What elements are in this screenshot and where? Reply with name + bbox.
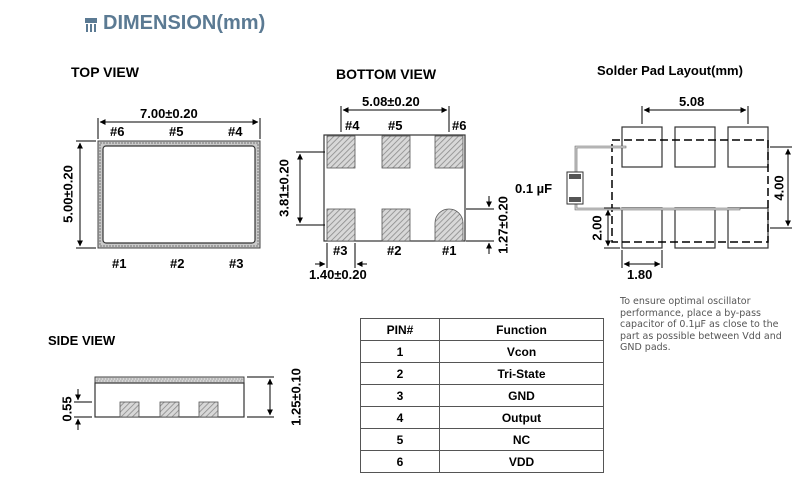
pin-function: GND [439,384,604,407]
pin-number: 1 [360,340,440,363]
table-row: 2 Tri-State [360,362,604,385]
bottom-pad-6 [434,135,464,169]
page-title: DIMENSION(mm) [103,12,266,34]
side-pad [119,401,140,418]
pin-function: NC [439,428,604,451]
bottom-pad-4 [326,135,356,169]
solder-pad [727,126,769,168]
solder-pad-width-dimension [621,250,663,268]
solder-pad-height-label: 2.00 [589,215,605,241]
pin-number: 6 [360,450,440,473]
bottom-pad-2 [381,208,411,242]
solder-pad-title: Solder Pad Layout(mm) [597,63,743,78]
bottom-pin-label: #5 [388,118,403,133]
solder-height-label: 4.00 [771,175,787,201]
table-row: 5 NC [360,428,604,451]
capacitor-label: 0.1 µF [515,181,553,196]
pin-number: 3 [360,384,440,407]
bypass-capacitor [566,145,741,211]
top-view-package [97,140,261,249]
bottom-view-pad-width-dimension [315,243,367,268]
table-row: 3 GND [360,384,604,407]
solder-pitch-dimension [641,106,749,124]
side-pad-thickness-label: 0.55 [59,396,75,422]
bottom-view-pad-height-dimension [466,196,494,254]
table-header-function: Function [439,318,604,341]
top-view-height-label: 5.00±0.20 [60,165,76,223]
chip-icon-body [85,18,97,23]
solder-pad-layout [611,126,769,249]
bottom-pin-label: #6 [452,118,467,133]
top-pin-label: #4 [228,124,243,139]
top-pin-label: #1 [112,256,127,271]
bottom-pin-label: #4 [345,118,360,133]
bottom-pad-1 [434,208,464,242]
bottom-pad-width-label: 1.40±0.20 [309,267,367,282]
side-view-pad-thickness-dimension [74,389,92,430]
bottom-view-row-spacing-dimension [296,151,325,226]
chip-icon [84,17,98,33]
solder-pad-width-label: 1.80 [627,267,653,282]
side-pad [159,401,180,418]
chip-icon-graphic [85,18,97,32]
solder-pad-height-dimension [604,207,620,249]
bottom-pin-label: #2 [387,243,402,258]
top-pin-label: #2 [170,256,185,271]
pin-function: Vcon [439,340,604,363]
chip-icon-leg [90,24,92,32]
bottom-pin-label: #1 [442,243,457,258]
table-row: 4 Output [360,406,604,429]
bottom-pitch-label: 5.08±0.20 [362,94,420,109]
top-pin-label: #6 [110,124,125,139]
bottom-pin-label: #3 [333,243,348,258]
top-view-title: TOP VIEW [71,64,139,80]
side-view-package [94,376,245,418]
top-view-height-dimension [76,140,96,249]
top-pin-label: #3 [229,256,244,271]
chip-icon-leg [94,24,96,32]
pin-function-table: PIN# Function 1 Vcon 2 Tri-State 3 GND 4… [360,318,604,473]
side-view-height-dimension [247,376,274,418]
side-pad [198,401,219,418]
bottom-pad-height-label: 1.27±0.20 [495,196,511,254]
top-view-width-dimension [97,118,261,139]
bypass-capacitor-note: To ensure optimal oscillator performance… [620,296,782,353]
top-view-width-label: 7.00±0.20 [140,106,198,121]
bottom-view-pitch-dimension [340,106,450,132]
pin-function: Tri-State [439,362,604,385]
side-view-title: SIDE VIEW [48,333,116,348]
pin-number: 2 [360,362,440,385]
bottom-view-title: BOTTOM VIEW [336,66,437,82]
side-height-label: 1.25±0.10 [288,368,304,426]
table-row: 1 Vcon [360,340,604,363]
bottom-row-spacing-label: 3.81±0.20 [276,159,292,217]
table-row: 6 VDD [360,450,604,473]
top-pin-label: #5 [169,124,184,139]
solder-pad [674,126,716,168]
pin-function: Output [439,406,604,429]
solder-pad [621,126,663,168]
bottom-view-package [323,134,466,242]
solder-height-dimension [770,146,792,229]
bottom-pad-3 [326,208,356,242]
pin-function: VDD [439,450,604,473]
pin-number: 5 [360,428,440,451]
table-header-pin: PIN# [360,318,440,341]
bottom-pad-5 [381,135,411,169]
pin-number: 4 [360,406,440,429]
solder-pitch-label: 5.08 [679,94,705,109]
package-outline-dashed [611,139,769,243]
table-header-row: PIN# Function [360,318,604,341]
chip-icon-leg [86,24,88,32]
